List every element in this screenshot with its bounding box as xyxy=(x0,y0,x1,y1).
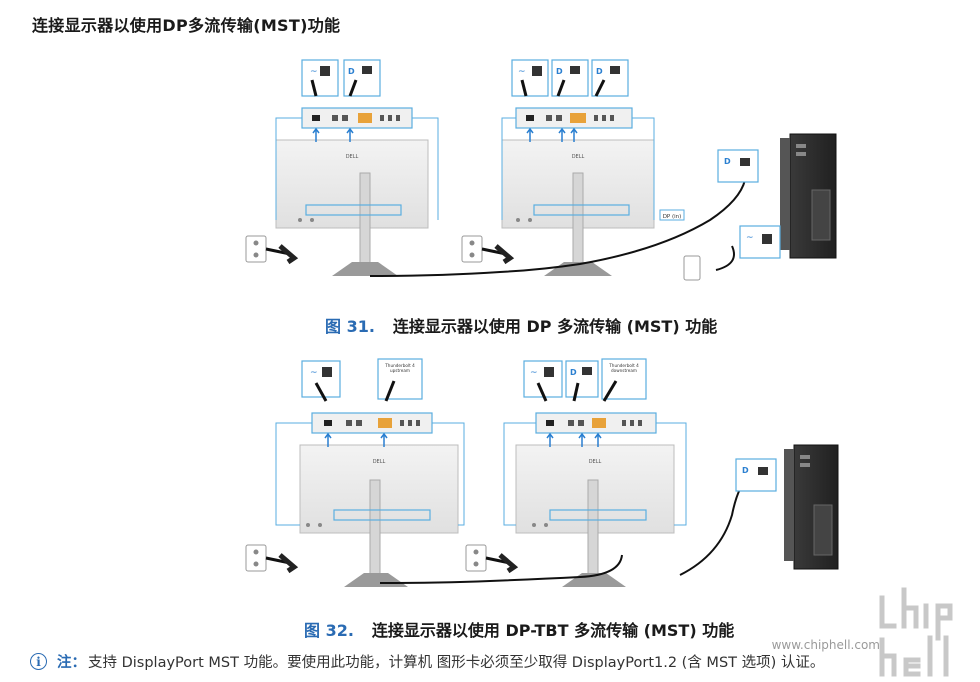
monitor-2: DELL ~ D Thunderbolt 4 downstream xyxy=(465,358,687,587)
figure-31-caption: 图 31. 连接显示器以使用 DP 多流传输 (MST) 功能 xyxy=(325,313,717,337)
figure-32-title: 连接显示器以使用 DP-TBT 多流传输 (MST) 功能 xyxy=(371,621,735,640)
svg-text:D: D xyxy=(742,466,749,475)
svg-text:DELL: DELL xyxy=(346,154,359,160)
svg-text:Thunderbolt 4: Thunderbolt 4 xyxy=(384,363,415,368)
note: i 注： 支持 DisplayPort MST 功能。要使用此功能，计算机 图形… xyxy=(30,651,824,672)
svg-text:~: ~ xyxy=(530,368,538,378)
svg-text:downstream: downstream xyxy=(611,368,637,373)
computer-tower: D xyxy=(735,444,839,570)
figure-31-number: 图 31. xyxy=(325,317,375,336)
svg-text:~: ~ xyxy=(310,67,318,77)
note-text: 支持 DisplayPort MST 功能。要使用此功能，计算机 图形卡必须至少… xyxy=(88,655,825,671)
figure-32-diagram: DELL ~ Thunderbolt 4 upstream xyxy=(240,355,860,595)
svg-text:DELL: DELL xyxy=(373,459,386,465)
info-icon: i xyxy=(30,653,47,670)
figure-32-caption: 图 32. 连接显示器以使用 DP-TBT 多流传输 (MST) 功能 xyxy=(304,617,734,641)
monitor-1: DELL ~ D xyxy=(245,59,439,276)
svg-text:upstream: upstream xyxy=(390,368,410,373)
svg-text:D: D xyxy=(570,368,577,377)
monitor-2: DELL ~ D D xyxy=(461,59,685,276)
monitor-1: DELL ~ Thunderbolt 4 upstream xyxy=(245,358,465,587)
figure-32-number: 图 32. xyxy=(304,621,354,640)
svg-text:~: ~ xyxy=(746,233,754,243)
page-heading: 连接显示器以使用DP多流传输(MST)功能 xyxy=(32,16,341,35)
svg-text:D: D xyxy=(348,67,355,76)
figure-31-title: 连接显示器以使用 DP 多流传输 (MST) 功能 xyxy=(392,317,718,336)
svg-text:DELL: DELL xyxy=(589,459,602,465)
svg-text:DP (in): DP (in) xyxy=(663,214,682,220)
computer-tower: D ~ xyxy=(683,133,837,281)
svg-text:Thunderbolt 4: Thunderbolt 4 xyxy=(608,363,639,368)
watermark-url: www.chiphell.com xyxy=(771,638,880,652)
note-label: 注： xyxy=(57,655,86,671)
svg-text:DELL: DELL xyxy=(572,154,585,160)
svg-text:D: D xyxy=(596,67,603,76)
figure-31-diagram: DELL ~ D xyxy=(240,50,860,282)
svg-text:D: D xyxy=(724,157,731,166)
watermark-logo xyxy=(874,586,974,678)
svg-text:~: ~ xyxy=(310,368,318,378)
svg-text:D: D xyxy=(556,67,563,76)
svg-text:~: ~ xyxy=(518,67,526,77)
